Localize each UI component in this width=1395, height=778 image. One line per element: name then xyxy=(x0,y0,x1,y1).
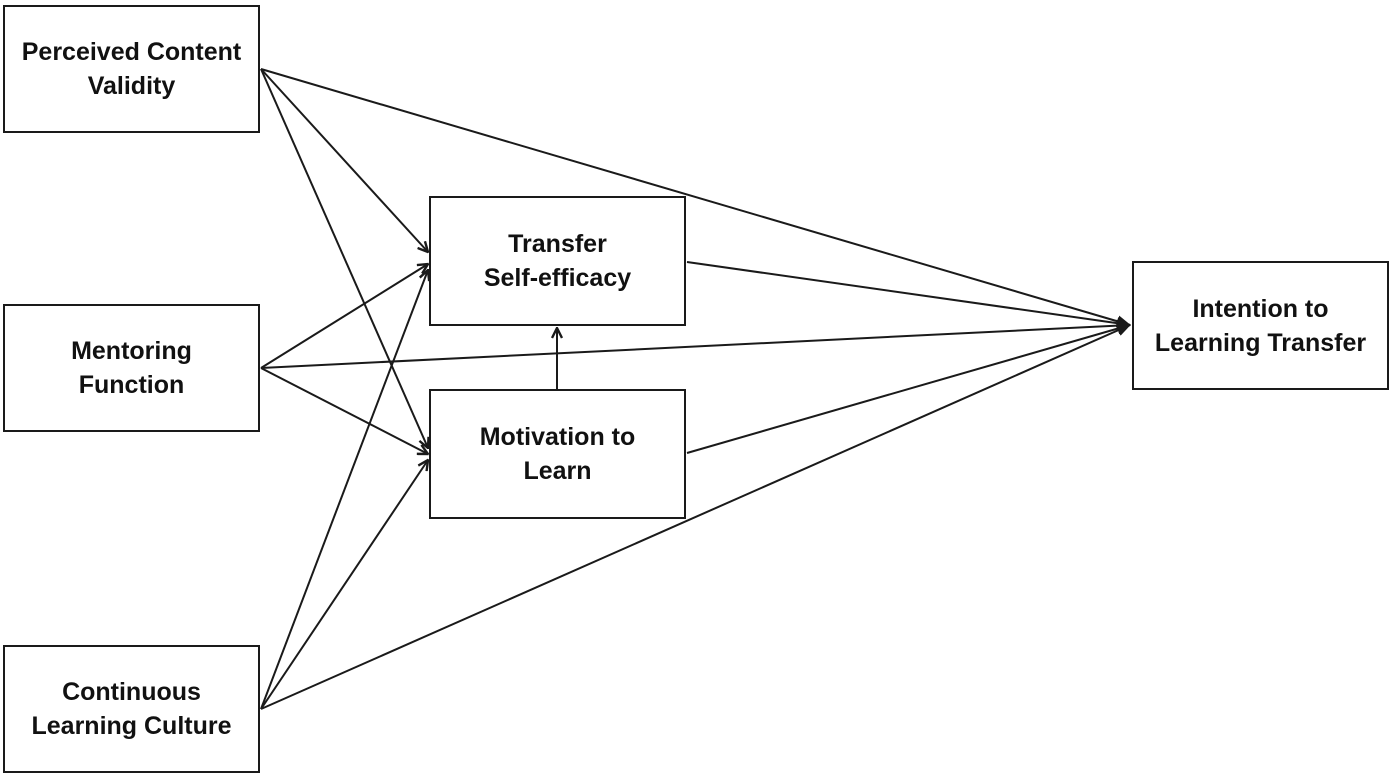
node-motivation-to-learn: Motivation to Learn xyxy=(429,389,686,519)
node-label-line-1: Transfer xyxy=(508,230,607,258)
node-transfer-self-efficacy: Transfer Self-efficacy xyxy=(429,196,686,326)
edge-tse-to-iltt xyxy=(686,261,1131,330)
node-label-line-1: Perceived Content xyxy=(21,38,242,66)
edge-mtl-to-iltt xyxy=(686,322,1131,454)
node-label-line-2: Validity xyxy=(87,72,176,100)
edge-clc-to-tse xyxy=(260,270,428,710)
edge-pcv-to-iltt xyxy=(260,68,1131,328)
edge-mf-to-tse xyxy=(260,264,428,369)
node-perceived-content-validity: Perceived Content Validity xyxy=(3,5,260,133)
node-mentoring-function: Mentoring Function xyxy=(3,304,260,432)
node-label-line-2: Learn xyxy=(523,457,592,485)
edge-clc-to-mtl xyxy=(260,460,428,710)
edge-clc-to-iltt xyxy=(260,324,1131,710)
node-label-line-1: Continuous xyxy=(62,678,201,706)
node-label-line-2: Function xyxy=(78,371,185,399)
edge-pcv-to-mtl xyxy=(260,68,428,448)
node-label-line-2: Learning Transfer xyxy=(1154,328,1367,357)
node-label-line-2: Learning Culture xyxy=(31,712,232,740)
node-label-line-1: Intention to xyxy=(1192,294,1329,323)
edge-mf-to-mtl xyxy=(260,367,428,454)
edge-mf-to-iltt xyxy=(260,319,1131,369)
edge-pcv-to-tse xyxy=(260,68,428,252)
node-label-line-1: Motivation to xyxy=(479,423,636,451)
node-label-line-1: Mentoring xyxy=(71,337,192,365)
node-continuous-learning-culture: Continuous Learning Culture xyxy=(3,645,260,773)
node-label-line-2: Self-efficacy xyxy=(483,264,632,292)
node-intention-to-learning-transfer: Intention to Learning Transfer xyxy=(1132,261,1389,390)
